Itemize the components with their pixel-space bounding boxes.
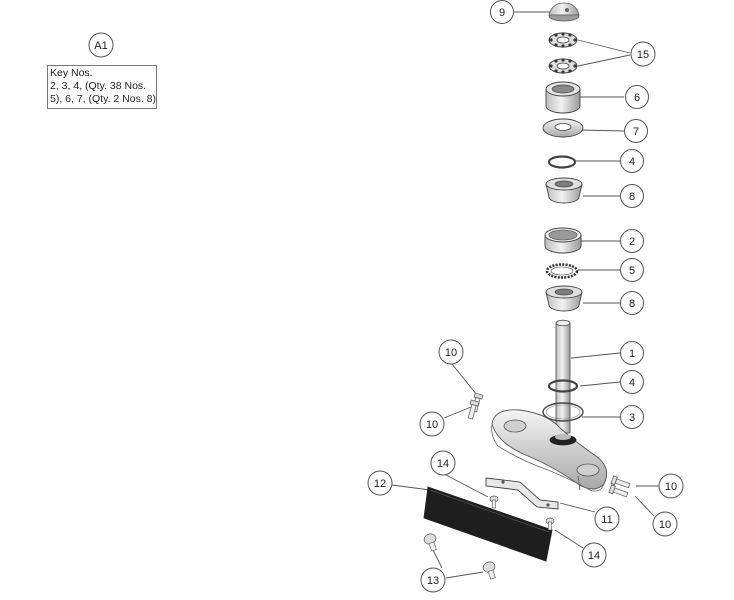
callout-circle bbox=[430, 450, 456, 476]
headset-cup-part bbox=[544, 227, 582, 254]
callout-circle bbox=[620, 258, 644, 282]
callout-circle bbox=[630, 41, 656, 67]
callout-1: 1 bbox=[620, 341, 644, 365]
screw-part bbox=[545, 517, 555, 531]
callout-number: 2 bbox=[629, 236, 635, 248]
callout-circle bbox=[658, 473, 684, 499]
key-note-line: Key Nos. bbox=[50, 67, 93, 79]
ball-retainer-part bbox=[548, 32, 578, 48]
callout-circle bbox=[367, 470, 393, 496]
key-note-box: Key Nos. 2, 3, 4, (Qty. 38 Nos. 5), 6, 7… bbox=[47, 65, 157, 109]
pinch-bolt-part bbox=[608, 475, 631, 498]
pinch-bolt-part bbox=[467, 392, 484, 420]
callout-14a: 14 bbox=[430, 450, 456, 476]
callout-circle bbox=[438, 339, 464, 365]
callout-3: 3 bbox=[620, 405, 644, 429]
callout-number: 11 bbox=[601, 514, 612, 526]
callout-circle bbox=[620, 184, 644, 208]
mounting-bracket-part bbox=[485, 477, 559, 510]
callout-10b: 10 bbox=[419, 411, 445, 437]
thin-washer-part bbox=[547, 379, 579, 393]
caged-ball-bearing-part bbox=[545, 263, 579, 279]
callout-11: 11 bbox=[594, 506, 620, 532]
callout-14b: 14 bbox=[581, 542, 607, 568]
key-note-line: 2, 3, 4, (Qty. 38 Nos. bbox=[50, 80, 147, 92]
callout-13: 13 bbox=[420, 567, 446, 593]
callout-number: 5 bbox=[629, 265, 635, 277]
callout-circle bbox=[620, 405, 644, 429]
callout-7: 7 bbox=[624, 119, 648, 143]
callout-circle bbox=[581, 542, 607, 568]
callout-circle bbox=[624, 119, 648, 143]
bearing-cup-part bbox=[545, 81, 581, 114]
callout-number: 10 bbox=[426, 419, 438, 431]
ball-retainer-part bbox=[548, 58, 578, 74]
callout-number: 3 bbox=[629, 412, 635, 424]
callout-10d: 10 bbox=[652, 511, 678, 537]
callout-number: 10 bbox=[659, 519, 671, 531]
sheet-label: A1 bbox=[88, 32, 114, 58]
callout-9: 9 bbox=[490, 0, 514, 24]
bearing-cone-part bbox=[545, 285, 583, 312]
callout-number: 12 bbox=[374, 478, 386, 490]
callout-12: 12 bbox=[367, 470, 393, 496]
callout-number: 4 bbox=[629, 156, 635, 168]
callout-number: 1 bbox=[629, 348, 635, 360]
callout-4b: 4 bbox=[620, 370, 644, 394]
callout-circle bbox=[490, 0, 514, 24]
leader-lines bbox=[391, 11, 659, 579]
callout-number: 9 bbox=[499, 7, 505, 19]
callout-number: 14 bbox=[588, 550, 600, 562]
callout-15: 15 bbox=[630, 41, 656, 67]
callout-8a: 8 bbox=[620, 184, 644, 208]
callout-10a: 10 bbox=[438, 339, 464, 365]
callout-circle bbox=[620, 229, 644, 253]
callout-circle bbox=[620, 149, 644, 173]
callout-5: 5 bbox=[620, 258, 644, 282]
callout-number: 8 bbox=[629, 191, 635, 203]
callout-number: 6 bbox=[634, 92, 640, 104]
thin-washer-part bbox=[547, 155, 577, 169]
callout-2: 2 bbox=[620, 229, 644, 253]
fork-crown-part bbox=[491, 409, 608, 492]
callout-number: 13 bbox=[427, 575, 439, 587]
dust-cap-part bbox=[548, 2, 580, 22]
screw-part bbox=[489, 495, 499, 509]
bolt-part bbox=[423, 533, 437, 552]
callout-circle bbox=[620, 291, 644, 315]
callout-number: 4 bbox=[629, 377, 635, 389]
callout-8b: 8 bbox=[620, 291, 644, 315]
callout-number: 14 bbox=[437, 458, 449, 470]
callout-circle bbox=[420, 567, 446, 593]
callout-number: 7 bbox=[633, 126, 639, 138]
callout-number: 8 bbox=[629, 298, 635, 310]
svg-text:A1: A1 bbox=[94, 40, 107, 52]
callout-number: 10 bbox=[445, 347, 457, 359]
key-note-line: 5), 6, 7, (Qty. 2 Nos. 8) bbox=[50, 93, 157, 105]
callout-circle bbox=[625, 85, 649, 109]
callout-4a: 4 bbox=[620, 149, 644, 173]
flat-washer-part bbox=[542, 118, 584, 138]
callout-number: 15 bbox=[637, 49, 649, 61]
bolt-part bbox=[482, 561, 496, 580]
callout-10c: 10 bbox=[658, 473, 684, 499]
steerer-tube-part bbox=[555, 319, 571, 434]
callout-circle bbox=[652, 511, 678, 537]
callout-6: 6 bbox=[625, 85, 649, 109]
callout-circle bbox=[620, 370, 644, 394]
callout-circle bbox=[620, 341, 644, 365]
callout-circle bbox=[594, 506, 620, 532]
bearing-cone-part bbox=[545, 177, 583, 204]
callout-number: 10 bbox=[665, 481, 677, 493]
seal-ring-part bbox=[542, 402, 584, 422]
reflector-plate-part bbox=[423, 486, 553, 562]
callout-circle bbox=[419, 411, 445, 437]
